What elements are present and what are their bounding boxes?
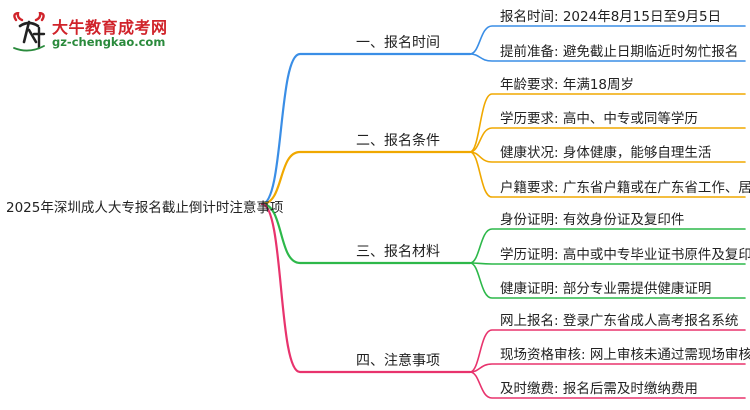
branch-4-leaf-3-connector (469, 371, 746, 399)
branch-2-leaf-4-connector (469, 151, 746, 198)
root-to-branch-2-connector (260, 150, 472, 206)
branch-4-leaf-1: 网上报名: 登录广东省成人高考报名系统 (500, 313, 739, 329)
branch-4-leaf-3: 及时缴费: 报名后需及时缴纳费用 (500, 381, 698, 397)
branch-1-leaf-2: 提前准备: 避免截止日期临近时匆忙报名 (500, 44, 739, 60)
branch-3-leaf-2: 学历证明: 高中或中专毕业证书原件及复印件 (500, 247, 750, 263)
branch-3-leaf-1-connector (469, 228, 746, 264)
branch-4-leaf-2: 现场资格审核: 网上审核未通过需现场审核 (500, 347, 750, 363)
branch-3-label: 三、报名材料 (356, 244, 440, 260)
bull-logo-icon (13, 12, 46, 52)
branch-4-leaf-2-connector (469, 363, 746, 373)
branch-4-leaf-1-connector (469, 329, 746, 373)
branch-1-leaf-1-connector (469, 25, 746, 55)
branch-1-leaf-2-connector (469, 53, 746, 62)
logo-title: 大牛教育成考网 (52, 18, 168, 37)
root-to-branch-1-connector (260, 52, 472, 206)
branch-2-leaf-3: 健康状况: 身体健康，能够自理生活 (500, 145, 712, 161)
branch-2-leaf-1: 年龄要求: 年满18周岁 (500, 77, 635, 93)
branch-3-leaf-3: 健康证明: 部分专业需提供健康证明 (500, 281, 712, 297)
branch-2-leaf-2-connector (469, 127, 746, 153)
branch-3-leaf-1: 身份证明: 有效身份证及复印件 (500, 212, 685, 228)
site-logo: 大牛教育成考网 gz-chengkao.com (6, 10, 186, 56)
branch-2-leaf-2: 学历要求: 高中、中专或同等学历 (500, 111, 698, 127)
branch-2-label: 二、报名条件 (356, 133, 440, 149)
logo-url: gz-chengkao.com (52, 35, 166, 49)
branch-3-leaf-2-connector (469, 262, 746, 265)
branch-3-leaf-3-connector (469, 262, 746, 299)
branch-1-label: 一、报名时间 (356, 35, 440, 51)
branch-2-leaf-4: 户籍要求: 广东省户籍或在广东省工作、居住 (500, 180, 750, 196)
root-topic: 2025年深圳成人大专报名截止倒计时注意事项 (6, 200, 284, 216)
root-to-branch-3-connector (260, 202, 472, 265)
branch-4-label: 四、注意事项 (356, 353, 440, 369)
root-to-branch-4-connector (260, 202, 472, 374)
branch-2-leaf-1-connector (469, 93, 746, 153)
branch-1-leaf-1: 报名时间: 2024年8月15日至9月5日 (500, 9, 722, 25)
